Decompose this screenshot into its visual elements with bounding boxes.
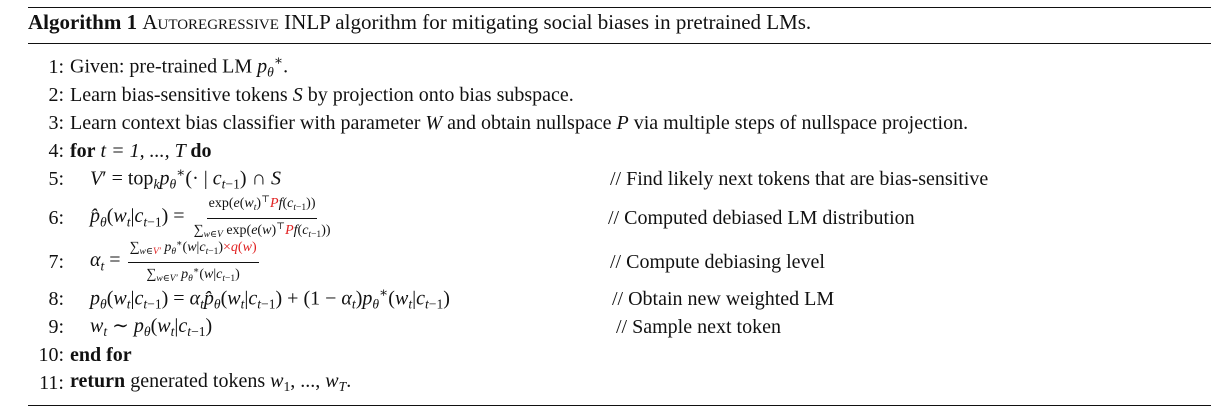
line-number: 9: bbox=[48, 315, 64, 338]
caption-rule bbox=[28, 43, 1211, 44]
algorithm-caption: Algorithm 1 Autoregressive INLP algorith… bbox=[28, 10, 811, 35]
line-number: 6: bbox=[48, 206, 64, 229]
line-number: 5: bbox=[48, 167, 64, 190]
line-number: 8: bbox=[48, 287, 64, 310]
caption-label: Algorithm 1 bbox=[28, 10, 138, 34]
line-comment: // Find likely next tokens that are bias… bbox=[610, 167, 989, 190]
line-text: Learn context bias classifier with param… bbox=[70, 111, 969, 134]
top-rule bbox=[28, 7, 1211, 8]
line-number: 3: bbox=[48, 111, 64, 134]
caption-rest: INLP algorithm for mitigating social bia… bbox=[278, 10, 812, 34]
line-comment: // Compute debiasing level bbox=[610, 250, 825, 273]
line-formula: pθ(wt|ct−1) = αtp̂θ(wt|ct−1) + (1 − αt)p… bbox=[90, 285, 450, 312]
algorithm-block: Algorithm 1 Autoregressive INLP algorith… bbox=[28, 0, 1211, 415]
line-formula: p̂θ(wt|ct−1) = exp(e(wt)⊤Pf(ct−1)) ∑w∈V … bbox=[90, 193, 335, 242]
line-formula: αt = ∑w∈V′ pθ∗(w|ct−1)×q(w) ∑w∈V′ pθ∗(w|… bbox=[90, 237, 261, 286]
line-comment: // Computed debiased LM distribution bbox=[608, 206, 915, 229]
bottom-rule bbox=[28, 405, 1211, 406]
softmax-fraction: exp(e(wt)⊤Pf(ct−1)) ∑w∈V exp(e(w)⊤Pf(ct−… bbox=[193, 195, 331, 240]
line-text: for t = 1, ..., T do bbox=[70, 139, 212, 162]
line-number: 7: bbox=[48, 250, 64, 273]
line-text: return generated tokens w1, ..., wT. bbox=[70, 370, 352, 395]
line-number: 1: bbox=[48, 55, 64, 78]
caption-name: Autoregressive bbox=[142, 10, 279, 34]
line-text: end for bbox=[70, 343, 132, 366]
line-comment: // Obtain new weighted LM bbox=[612, 287, 835, 310]
line-comment: // Sample next token bbox=[616, 315, 781, 338]
line-formula: V′ = topkpθ∗(· | ct−1) ∩ S bbox=[90, 165, 281, 192]
line-number: 2: bbox=[48, 83, 64, 106]
line-formula: wt ∼ pθ(wt|ct−1) bbox=[90, 315, 213, 340]
line-number: 11: bbox=[39, 371, 64, 394]
line-number: 4: bbox=[48, 139, 64, 162]
line-text: Learn bias-sensitive tokens S by project… bbox=[70, 83, 574, 106]
debias-level-fraction: ∑w∈V′ pθ∗(w|ct−1)×q(w) ∑w∈V′ pθ∗(w|ct−1) bbox=[127, 239, 259, 284]
line-number: 10: bbox=[38, 343, 64, 366]
line-text: Given: pre-trained LM pθ∗. bbox=[70, 53, 289, 80]
